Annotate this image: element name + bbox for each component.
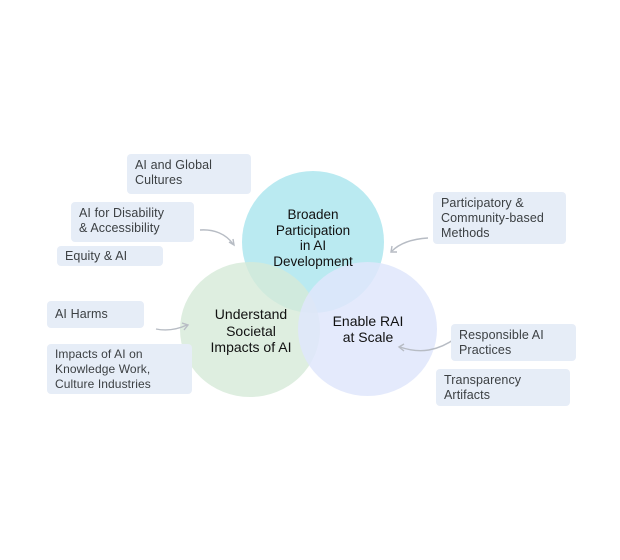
understand-societal-impacts-label: Understand Societal Impacts of AI <box>210 306 292 356</box>
connector-participatory-to-broaden <box>391 237 429 252</box>
tag-responsible-ai-practices: Responsible AI Practices <box>451 324 576 361</box>
tag-ai-disability-accessibility: AI for Disability & Accessibility <box>71 202 194 242</box>
circle-understand-societal-impacts <box>180 262 320 397</box>
tag-impacts-knowledge-work: Impacts of AI on Knowledge Work, Culture… <box>47 344 192 394</box>
tag-transparency-artifacts: Transparency Artifacts <box>436 369 570 406</box>
connector-disability-to-broaden <box>199 229 234 245</box>
tag-ai-harms: AI Harms <box>47 301 144 328</box>
arrowhead-disability <box>228 238 235 247</box>
enable-rai-label: Enable RAI at Scale <box>332 312 404 346</box>
broaden-participation-label: Broaden Participation in AI Development <box>273 207 353 269</box>
tag-ai-global-cultures: AI and Global Cultures <box>127 154 251 194</box>
arrowhead-participatory <box>390 245 397 253</box>
tag-participatory-methods: Participatory & Community-based Methods <box>433 192 566 244</box>
tag-equity-ai: Equity & AI <box>57 246 163 266</box>
circle-enable-rai <box>298 262 437 396</box>
